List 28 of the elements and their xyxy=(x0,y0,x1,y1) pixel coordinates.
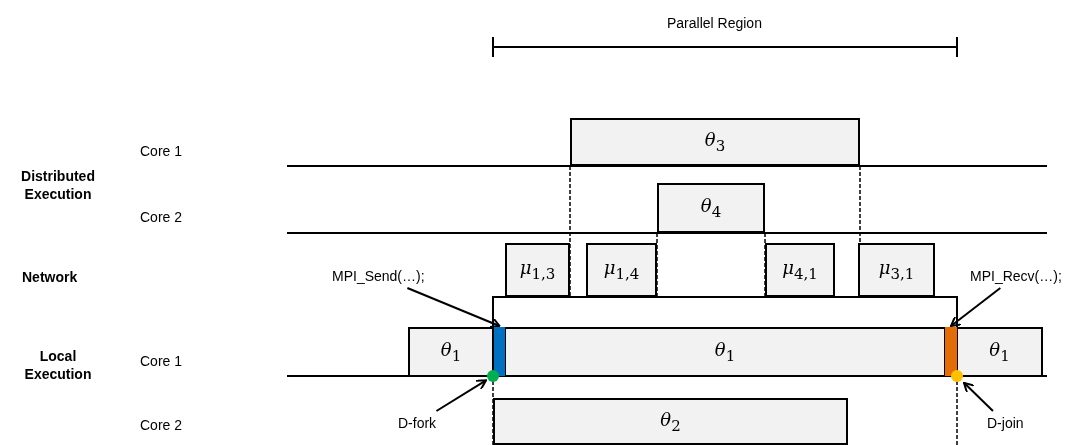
lane-label: Core 1 xyxy=(140,142,183,160)
message-box: μ$_{3,1}$ xyxy=(858,243,935,297)
task-box: θ$_{1}$ xyxy=(504,327,946,377)
lane-label: Network xyxy=(22,268,78,286)
group-label: Distributed Execution xyxy=(20,167,96,203)
region-label: Parallel Region xyxy=(667,14,762,32)
task-box: θ$_{1}$ xyxy=(956,327,1043,377)
task-box: θ$_{2}$ xyxy=(493,398,848,445)
task-box: θ$_{1}$ xyxy=(408,327,494,377)
task-box: θ$_{3}$ xyxy=(570,118,860,166)
leader-arrow xyxy=(435,379,487,412)
event-label: D-fork xyxy=(398,414,437,432)
group-label: Local Execution xyxy=(23,347,93,383)
message-box: μ$_{1,4}$ xyxy=(586,243,657,297)
event-label: D-join xyxy=(987,414,1024,432)
leader-arrow xyxy=(950,287,1002,327)
leader-arrow xyxy=(963,381,994,412)
receive-marker xyxy=(945,327,957,376)
message-box: μ$_{4,1}$ xyxy=(765,243,835,297)
call-label: MPI_Recv(…); xyxy=(970,267,1062,285)
lane-label: Core 2 xyxy=(140,208,183,226)
message-box: μ$_{1,3}$ xyxy=(505,243,570,297)
call-label: MPI_Send(…); xyxy=(332,267,425,285)
lane-label: Core 1 xyxy=(140,352,183,370)
task-box: θ$_{4}$ xyxy=(657,183,765,233)
leader-arrow xyxy=(406,287,501,329)
send-marker xyxy=(494,327,505,376)
lane-label: Core 2 xyxy=(140,416,183,434)
